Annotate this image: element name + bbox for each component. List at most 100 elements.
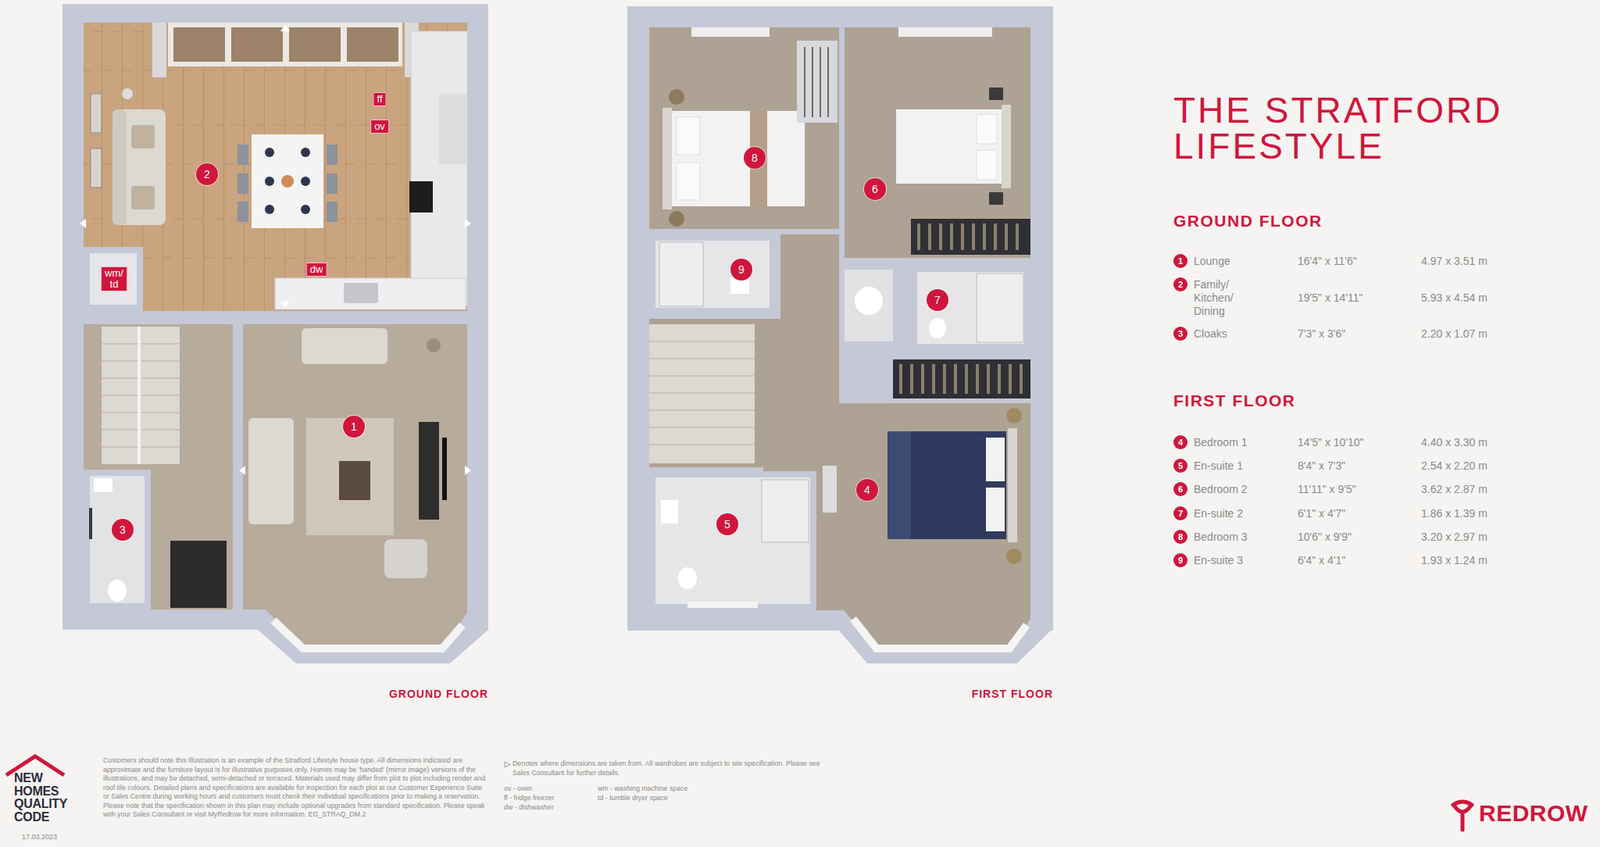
bedroom-3-shape (649, 27, 840, 229)
appliance-tag: dw (306, 262, 328, 277)
hall-and-stairs-shape (93, 478, 113, 493)
plan-title: THE STRATFORD LIFESTYLE (1173, 92, 1541, 165)
kitchen-family-dining-shape (264, 147, 275, 158)
bedroom-1-shape (985, 437, 1005, 482)
ground-floor-walls (62, 3, 489, 664)
lounge (242, 324, 468, 649)
dimension-markers-shape (79, 218, 86, 229)
room-area: 6 (844, 27, 1031, 258)
lounge-shape (339, 460, 371, 500)
room-area: 5 (649, 471, 817, 611)
bedroom-3-shape (796, 40, 838, 123)
appliance-tag: wm/ td (100, 266, 128, 292)
kitchen-family-dining-shape (300, 147, 311, 158)
room-name: Bedroom 2 (1193, 482, 1257, 497)
lounge-shape (442, 437, 447, 500)
en-suites-shape (730, 278, 750, 294)
abbreviation-key: ov - oven (503, 784, 533, 793)
en-suites (652, 237, 1028, 347)
metric-dimension: 4.97 x 3.51 m (1421, 254, 1488, 268)
room-name: Family/ Kitchen/ Dining (1193, 278, 1257, 318)
room-name: Bedroom 3 (1193, 530, 1257, 544)
brand-marks (6, 756, 1472, 830)
kitchen-family-dining-shape (237, 201, 249, 222)
bedroom-1-shape (1006, 548, 1022, 565)
imperial-dimension: 19'5" x 14'11" (1297, 291, 1364, 305)
metric-dimension: 5.93 x 4.54 m (1421, 291, 1488, 305)
bedroom-1-shape (660, 500, 679, 524)
room-name: Bedroom 1 (1193, 435, 1257, 450)
callout-number: 1 (1173, 253, 1188, 268)
dimension-markers-shape (464, 465, 472, 475)
hall-and-stairs-shape (137, 326, 141, 465)
callout-number: 8 (1173, 529, 1188, 544)
landing-shape (649, 324, 755, 464)
floor-plan: FIRST FLOOR869745 (627, 6, 1054, 631)
ground-floor-walls-shape (62, 3, 489, 630)
bedroom-1-shape (892, 359, 1031, 399)
bedroom-2-shape (896, 109, 1002, 184)
kitchen-family-dining-shape (409, 181, 433, 213)
lounge-shape (248, 417, 294, 525)
quality-code-logo: NEW HOMES QUALITY CODE (14, 771, 72, 824)
imperial-dimension: 16'4" x 11'6" (1297, 254, 1358, 268)
callout-number: 3 (111, 518, 134, 541)
imperial-dimension: 11'11" x 9'5" (1297, 482, 1357, 497)
bedroom-2-shape (976, 114, 997, 144)
lounge-shape (301, 328, 388, 365)
imperial-dimension: 6'1" x 4'7" (1297, 507, 1346, 521)
callout-number: 4 (856, 478, 879, 501)
bedroom-3-shape (691, 27, 770, 37)
imperial-dimension: 8'4" x 7'3" (1297, 459, 1346, 473)
tag-text: ov (374, 120, 386, 133)
en-suites-shape (914, 268, 1028, 347)
bedroom-1-shape (687, 601, 758, 608)
floor-heading: GROUND FLOOR (1173, 210, 1323, 232)
landing-shape (844, 269, 893, 342)
brand-marks-shape (1453, 801, 1472, 830)
bedroom-3-shape (676, 162, 700, 200)
bedroom-3-shape (668, 89, 685, 105)
floor-label: GROUND FLOOR (389, 686, 489, 701)
landing-shape (854, 286, 883, 315)
bedroom-3-shape (662, 107, 672, 210)
metric-dimension: 4.40 x 3.30 m (1421, 435, 1488, 450)
kitchen-family-dining-shape (112, 109, 127, 225)
bedroom-3-shape (676, 117, 700, 155)
kitchen-family-dining-shape (326, 173, 338, 194)
callout-number: 3 (1173, 326, 1188, 341)
bedroom-2-shape (989, 87, 1004, 100)
metric-dimension: 2.54 x 2.20 m (1421, 459, 1488, 473)
en-suites-shape (976, 273, 1024, 343)
callout-number: 4 (1173, 435, 1188, 450)
metric-dimension: 3.20 x 2.97 m (1421, 530, 1488, 544)
callout-number: 5 (716, 513, 739, 536)
bedroom-1-shape (887, 431, 1007, 540)
appliance-tag: ff (373, 92, 387, 107)
room-area: 3 (83, 469, 151, 610)
callout-number: 2 (196, 163, 218, 186)
hall-and-stairs (83, 324, 233, 610)
en-suites-shape (659, 242, 704, 307)
hall-and-stairs-shape (101, 326, 180, 465)
callout-number: 9 (1173, 553, 1188, 568)
lounge-shape (418, 421, 440, 520)
callout-number: 8 (743, 146, 766, 169)
date-stamp: 17.03.2023 (21, 832, 58, 842)
room-name: Cloaks (1193, 327, 1257, 341)
imperial-dimension: 10'6" x 9'9" (1297, 530, 1352, 544)
kitchen-family-dining-shape (237, 173, 249, 194)
kitchen-family-dining-shape (90, 148, 102, 188)
bedroom-3-shape (668, 210, 685, 227)
kitchen-family-dining-shape (346, 27, 399, 62)
kitchen-family-dining-shape (300, 204, 311, 215)
callout-number: 6 (1173, 482, 1188, 497)
floor-plan: GROUND FLOOR2ffovdwwm/ td13 (62, 3, 489, 630)
first-floor-walls-shape (627, 6, 1054, 631)
kitchen-family-dining-shape (343, 282, 379, 304)
kitchen-family-dining-shape (131, 125, 155, 149)
lounge-shape (426, 338, 441, 353)
bedroom-3-shape (804, 46, 829, 118)
legend-text: Denotes where dimensions are taken from.… (512, 759, 825, 778)
legend-entry: Denotes where dimensions are taken from.… (503, 759, 833, 778)
